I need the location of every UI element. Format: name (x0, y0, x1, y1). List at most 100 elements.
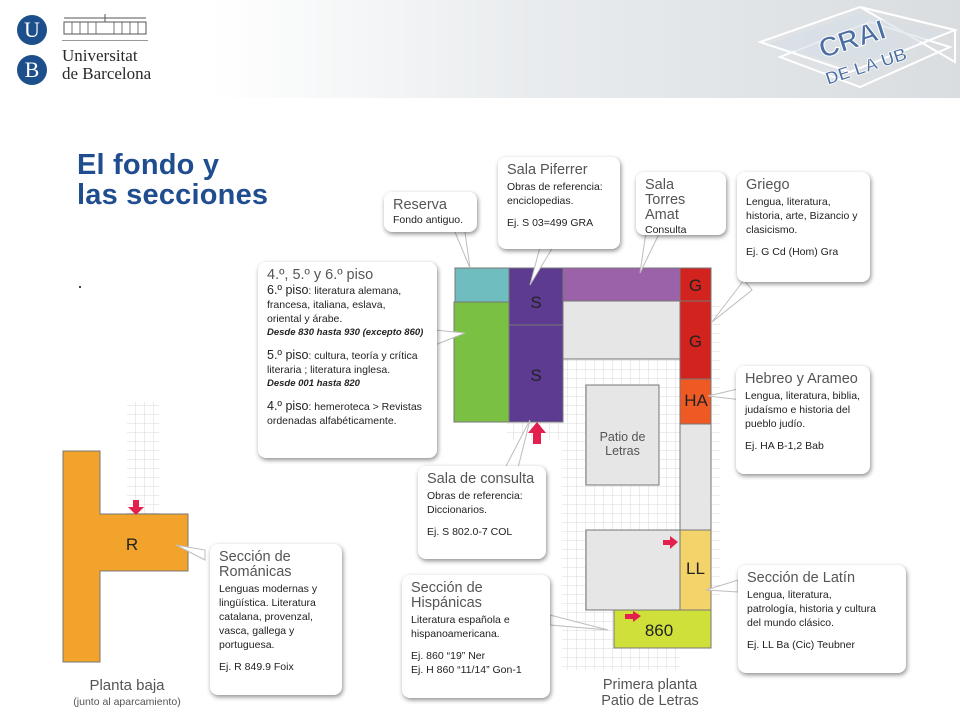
callout-latin-example: Ej. LL Ba (Cic) Teubner (747, 639, 855, 651)
callout-consulta: Sala de consulta Obras de referencia: Di… (418, 466, 546, 559)
callout-hispanicas-line2: hispanoamericana. (411, 628, 500, 640)
griego-room-2 (679, 300, 712, 380)
wing-right-room (679, 423, 712, 531)
callout-hebreo: Hebreo y Arameo Lengua, literatura, bibl… (736, 366, 870, 474)
crai-logo: CRAI DE LA UB (756, 5, 959, 89)
university-building-icon (63, 14, 147, 35)
university-name-line2: de Barcelona (62, 64, 152, 83)
wing-bottom-room (585, 529, 681, 611)
caption-primera-line2: Patio de Letras (601, 693, 699, 709)
pointer-romanicas (175, 544, 206, 561)
callout-hebreo-title: Hebreo y Arameo (745, 371, 858, 387)
patio-label-line2: Letras (605, 444, 640, 458)
latin-room (679, 529, 712, 611)
callout-hispanicas-example1: Ej. 860 “19” Ner (411, 650, 486, 662)
entrance-arrow-shaft-main (533, 432, 541, 444)
sala-consulta-room (508, 324, 564, 423)
caption-primera-line1: Primera planta (602, 677, 698, 693)
entrance-arrow-shaft-latin (663, 540, 671, 545)
pointer-hispanicas (549, 614, 609, 631)
callout-griego: Griego Lengua, literatura, historia, art… (737, 172, 870, 282)
callout-piferrer-sub1: Obras de referencia: (507, 181, 603, 193)
university-name-line1: Universitat (62, 46, 138, 65)
callout-pisos-p6-text1: : literatura alemana, (308, 285, 402, 297)
sala-piferrer-room (508, 267, 564, 326)
map-label-g2: G (688, 332, 703, 351)
callout-pisos-p6-range: Desde 830 hasta 930 (excepto 860) (267, 327, 424, 338)
map-label-860: 860 (644, 621, 674, 640)
wing-top-room (562, 300, 681, 360)
callout-griego-line1: Lengua, literatura, (746, 196, 831, 208)
callout-romanicas-title1: Sección de (219, 549, 291, 565)
entrance-arrow-hispanicas (633, 611, 641, 622)
callout-pisos-p5-text2: literaria ; literatura inglesa. (267, 364, 391, 376)
callout-piferrer-sub2: enciclopedias. (507, 195, 574, 207)
callout-hispanicas-title1: Sección de (411, 580, 483, 596)
reserva-room (454, 267, 510, 303)
callout-romanicas-line5: portuguesa. (219, 639, 275, 651)
callout-pisos-p5-text1: : cultura, teoría y crítica (308, 350, 418, 362)
callout-griego-line3: clasicismo. (746, 224, 798, 236)
map-label-ha: HA (684, 391, 708, 410)
pointer-torres (639, 231, 661, 274)
pointer-griego (711, 279, 753, 323)
caption-planta-baja: Planta baja (89, 677, 165, 694)
romanicas-section (62, 450, 189, 663)
callout-pisos-p5-label: 5.º piso (267, 348, 309, 362)
callout-hebreo-example: Ej. HA B-1,2 Bab (745, 440, 824, 452)
callout-reserva: Reserva Fondo antiguo. (384, 192, 477, 232)
callout-romanicas-line3: catalana, provenzal, (219, 611, 313, 623)
callout-reserva-sub: Fondo antiguo. (393, 214, 464, 226)
patio-label: Patio de Letras (586, 430, 659, 458)
callout-pisos-p6-text2: francesa, italiana, eslava, (267, 299, 386, 311)
hebreo-room (679, 378, 712, 425)
callout-reserva-title: Reserva (393, 197, 447, 213)
callout-hispanicas-line1: Literatura española e (411, 614, 510, 626)
callout-romanicas-line2: lingüística. Literatura (219, 597, 316, 609)
map-label-ll: LL (686, 559, 705, 578)
callout-consulta-line1: Obras de referencia: (427, 490, 523, 502)
callout-piferrer-title: Sala Piferrer (507, 162, 588, 178)
callout-pisos-p5-range: Desde 001 hasta 820 (267, 378, 360, 389)
callout-pisos-p6-text3: oriental y árabe. (267, 313, 343, 325)
griego-room-1 (679, 267, 712, 302)
entrance-arrow-romanicas (128, 507, 144, 515)
callout-consulta-line2: Diccionarios. (427, 504, 488, 516)
page-title-line2: las secciones (77, 179, 269, 211)
callout-pisos-p6-label: 6.º piso (267, 283, 309, 297)
callout-romanicas-example: Ej. R 849.9 Foix (219, 661, 294, 673)
callout-latin-title: Sección de Latín (747, 570, 856, 586)
callout-piferrer: Sala Piferrer Obras de referencia: encic… (498, 157, 620, 249)
callout-pisos-p4-text1: : hemeroteca > Revistas (308, 401, 422, 413)
callout-griego-title: Griego (746, 177, 790, 193)
callout-torres-sub: Consulta (645, 224, 687, 236)
callout-romanicas-line1: Lenguas modernas y (219, 583, 318, 595)
callout-pisos-title: 4.º, 5.º y 6.º piso (267, 267, 374, 283)
callout-hebreo-line2: judaísmo e historia del (745, 404, 851, 416)
callout-hebreo-line1: Lengua, literatura, biblia, (745, 390, 860, 402)
sala-torres-amat-room (562, 267, 681, 302)
callout-latin: Sección de Latín Lengua, literatura, pat… (738, 565, 906, 673)
patio-de-letras (585, 384, 660, 486)
callout-hispanicas: Sección de Hispánicas Literatura español… (402, 575, 550, 698)
map-label-s1: S (530, 293, 542, 312)
callout-latin-line3: del mundo clásico. (747, 617, 834, 629)
callout-romanicas: Sección de Románicas Lenguas modernas y … (210, 544, 342, 695)
callout-torres-title1: Sala Torres (645, 177, 686, 208)
callout-pisos: 4.º, 5.º y 6.º piso 6.º piso: literatura… (258, 262, 437, 458)
entrance-arrow-main (528, 422, 546, 433)
entrance-arrow-shaft-romanicas (133, 500, 139, 508)
map-label-s2: S (530, 366, 542, 385)
callout-hispanicas-title2: Hispánicas (411, 595, 482, 611)
callout-torres-title2: Amat (645, 207, 679, 223)
callout-hispanicas-example2: Ej. H 860 “11/14” Gon-1 (411, 664, 522, 676)
callout-consulta-title: Sala de consulta (427, 471, 535, 487)
caption-primera-planta: Primera planta Patio de Letras (585, 677, 715, 709)
corridor-planta-baja (127, 402, 159, 517)
callout-latin-line1: Lengua, literatura, (747, 589, 832, 601)
page-title-line1: El fondo y (77, 149, 220, 181)
ub-logo-u: U (17, 15, 47, 45)
callout-consulta-example: Ej. S 802.0-7 COL (427, 526, 513, 538)
map-label-r: R (125, 535, 139, 554)
patio-label-line1: Patio de (599, 430, 646, 444)
